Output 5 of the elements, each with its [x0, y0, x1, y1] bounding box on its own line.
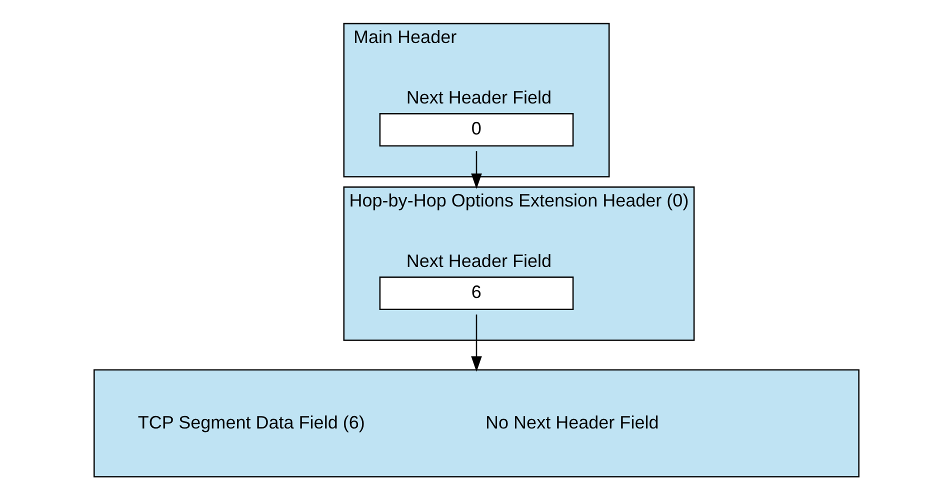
arrow — [470, 314, 482, 372]
node-box: TCP Segment Data Field (6) No Next Header Field — [93, 369, 859, 478]
node-label: Next Header Field — [406, 251, 552, 272]
arrow — [470, 151, 482, 190]
node-label: Next Header Field — [406, 88, 552, 108]
